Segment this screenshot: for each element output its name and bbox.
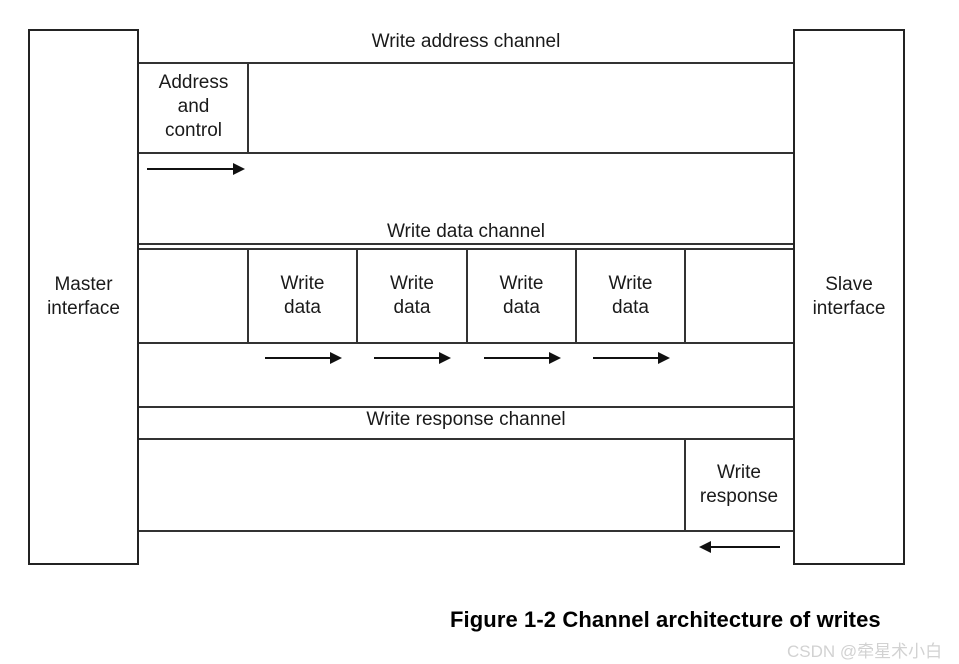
response-channel-rail-bottom	[139, 530, 793, 532]
write-data-cell: Write data	[390, 272, 434, 318]
address-and-control-cell: Address and control	[158, 71, 229, 142]
address-channel-arrow	[147, 161, 245, 177]
figure-caption: Figure 1-2 Channel architecture of write…	[450, 607, 881, 632]
slave-interface-label: Slave interface	[812, 273, 886, 319]
response-channel-rail-top	[139, 438, 793, 440]
response-cell-divider	[684, 438, 686, 532]
write-data-cell: Write data	[280, 272, 325, 318]
data-cell-divider-4	[575, 248, 577, 344]
master-interface-box: Master interface	[28, 29, 139, 565]
csdn-watermark: CSDN @牵星术小白	[787, 642, 943, 661]
write-data-arrow	[484, 350, 561, 366]
write-data-cell: Write data	[608, 272, 653, 318]
master-interface-label: Master interface	[47, 273, 120, 319]
address-cell-divider	[247, 62, 249, 154]
data-cell-divider-5	[684, 248, 686, 344]
write-response-cell: Write response	[699, 461, 779, 507]
address-channel-rail-top	[139, 62, 793, 64]
address-channel-rail-mid	[139, 152, 793, 154]
slave-interface-box: Slave interface	[793, 29, 905, 565]
address-channel-rail-bottom	[139, 243, 793, 245]
write-data-arrow	[265, 350, 342, 366]
data-cell-divider-1	[247, 248, 249, 344]
write-data-arrow	[374, 350, 451, 366]
write-response-arrow	[699, 539, 780, 555]
write-address-channel-title: Write address channel	[371, 31, 561, 52]
write-data-cell: Write data	[499, 272, 544, 318]
write-data-channel-title: Write data channel	[386, 221, 546, 242]
data-cell-divider-3	[466, 248, 468, 344]
write-response-channel-title: Write response channel	[366, 409, 566, 430]
write-data-arrow	[593, 350, 670, 366]
data-channel-rail-bottom	[139, 406, 793, 408]
data-cell-divider-2	[356, 248, 358, 344]
